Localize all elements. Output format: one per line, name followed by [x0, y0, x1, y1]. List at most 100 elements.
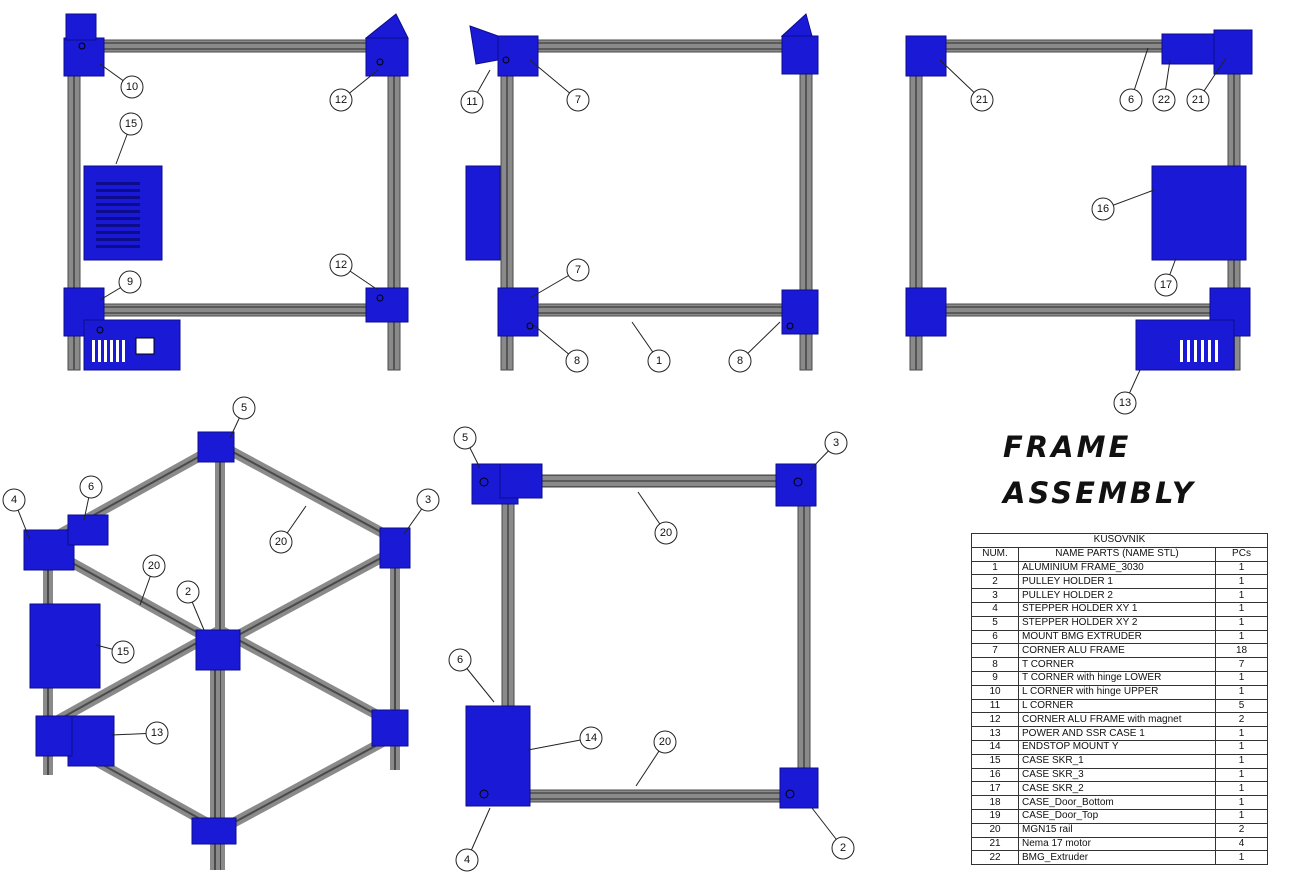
callout-bubble: 14: [579, 726, 603, 750]
callout-number: 21: [976, 94, 988, 106]
cell-pcs: 1: [1215, 850, 1268, 866]
pulley-holder-2: [195, 629, 241, 671]
callout-circle: [416, 488, 440, 512]
mount-bmg-6: [465, 705, 531, 807]
callout-circle: [1154, 273, 1178, 297]
callout-circle: [647, 349, 671, 373]
callout-number: 9: [127, 276, 133, 288]
callout-number: 11: [466, 96, 477, 108]
callout-number: 12: [335, 259, 347, 271]
cell-pcs: 5: [1215, 698, 1268, 714]
callout-bubble: 13: [1113, 391, 1137, 415]
header-num: NUM.: [971, 546, 1019, 562]
callout-bubble: 15: [111, 640, 135, 664]
vent-slot: [1201, 340, 1204, 362]
callout-number: 12: [335, 94, 347, 106]
callout-bubble: 5: [232, 396, 256, 420]
cell-pcs: 2: [1215, 822, 1268, 838]
bmg-extruder: [1161, 33, 1215, 65]
profile-slot: [219, 444, 406, 546]
l-corner-11: [497, 35, 539, 77]
corner-part: [35, 715, 73, 757]
callout-bubble: 4: [2, 488, 26, 512]
cell-num: 22: [971, 850, 1019, 866]
cell-num: 18: [971, 795, 1019, 810]
callout-number: 21: [1192, 94, 1204, 106]
cell-num: 15: [971, 753, 1019, 769]
vent-slot: [96, 217, 140, 220]
vent-slot: [1215, 340, 1218, 362]
callout-bubble: 7: [566, 88, 590, 112]
callout-circle: [142, 554, 166, 578]
profile-slot: [39, 629, 221, 731]
callout-circle: [654, 521, 678, 545]
callout-number: 17: [1160, 279, 1172, 291]
callout-number: 10: [126, 81, 138, 93]
vent-slot: [96, 245, 140, 248]
callout-number: 20: [660, 527, 672, 539]
callout-circle: [1113, 391, 1137, 415]
cell-num: 19: [971, 808, 1019, 824]
callout-circle: [970, 88, 994, 112]
case-skr-16: [1151, 165, 1247, 261]
callout-bubble: 20: [142, 554, 166, 578]
screw-hole: [96, 326, 104, 334]
callout-bubble: 3: [824, 431, 848, 455]
callout-number: 3: [425, 494, 431, 506]
cell-name: CORNER ALU FRAME with magnet: [1018, 712, 1216, 728]
callout-circle: [448, 648, 472, 672]
cell-num: 14: [971, 739, 1019, 755]
vent-slot: [96, 210, 140, 213]
parts-list-table: KUSOVNÍK NUM. NAME PARTS (NAME STL) PCs …: [971, 533, 1268, 866]
cell-pcs: 18: [1215, 643, 1268, 659]
cell-name: CASE_Door_Top: [1018, 808, 1216, 824]
vent-slot: [96, 189, 140, 192]
callout-circle: [455, 848, 479, 872]
callout-bubble: 1: [647, 349, 671, 373]
callout-number: 20: [275, 536, 287, 548]
cell-pcs: 1: [1215, 574, 1268, 590]
callout-number: 5: [462, 432, 468, 444]
vent-slot: [92, 340, 95, 362]
callout-circle: [111, 640, 135, 664]
vent-slot: [96, 224, 140, 227]
cell-num: 21: [971, 836, 1019, 852]
callout-bubble: 12: [329, 253, 353, 277]
callout-bubble: 7: [566, 258, 590, 282]
title-line-2: ASSEMBLY: [1003, 476, 1196, 510]
cell-name: T CORNER: [1018, 657, 1216, 672]
t-corner-8: [781, 289, 819, 335]
stepper-holder: [469, 25, 499, 65]
corner-part: [781, 35, 819, 75]
callout-number: 16: [1097, 203, 1109, 215]
vent-slot: [98, 340, 101, 362]
callout-circle: [1119, 88, 1143, 112]
cell-num: 17: [971, 781, 1019, 797]
aluminium-profile: [507, 789, 815, 803]
stepper-holder-4: [23, 529, 75, 571]
cell-pcs: 2: [1215, 712, 1268, 728]
vent-slot: [104, 340, 107, 362]
case-skr-15: [29, 603, 101, 689]
cell-num: 10: [971, 684, 1019, 700]
cell-pcs: 1: [1215, 726, 1268, 741]
cell-num: 13: [971, 726, 1019, 741]
callout-number: 1: [656, 355, 662, 367]
screw-hole: [785, 789, 795, 799]
callout-circle: [329, 253, 353, 277]
vent-slot: [1194, 340, 1197, 362]
cell-pcs: 1: [1215, 560, 1268, 576]
cell-name: CASE SKR_3: [1018, 767, 1216, 783]
cell-pcs: 1: [1215, 767, 1268, 783]
callout-circle: [1186, 88, 1210, 112]
